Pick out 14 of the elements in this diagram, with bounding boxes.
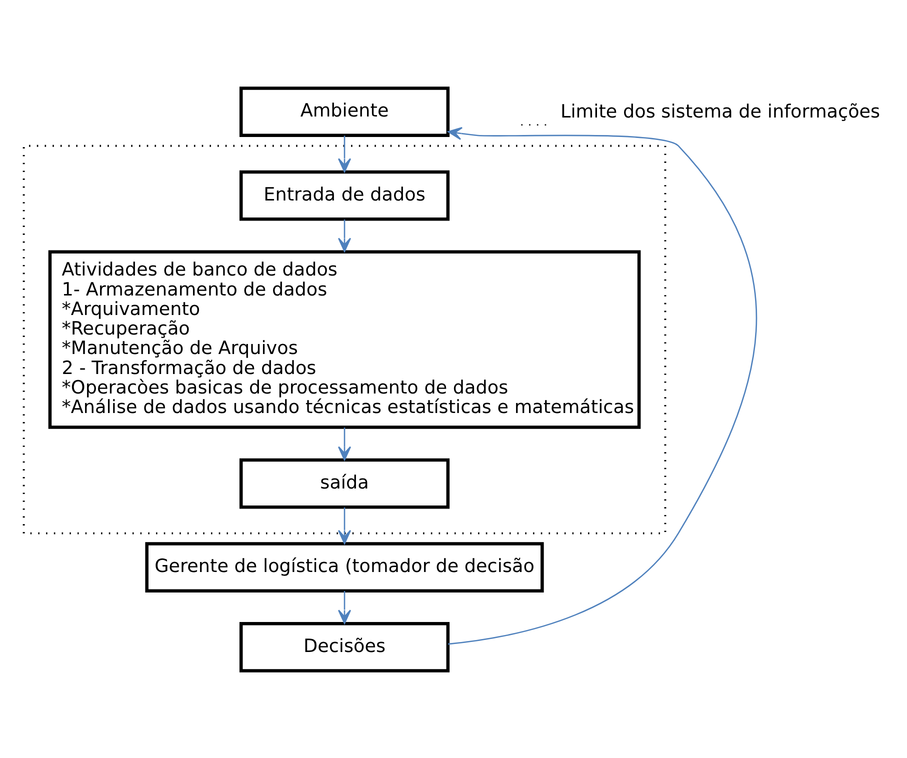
node-box: saída [239, 458, 450, 508]
legend-label: Limite dos sistema de informações [560, 100, 880, 122]
node-box: Ambiente [239, 86, 450, 136]
node-box: Gerente de logística (tomador de decisão [145, 542, 544, 592]
arrow [338, 135, 352, 172]
node-box: Atividades de banco de dados 1- Armazenamento de dados *Arquivamento *Recuperação *Manutenção de Arquivos 2 - Transformação de dados *Operacòes basicas de processamento de dados *Análise de dados usando técnicas estatísticas e matemáticas [48, 250, 641, 428]
arrow [338, 219, 352, 252]
node-box: Entrada de dados [239, 170, 450, 220]
arrow [448, 126, 757, 644]
arrow [338, 590, 352, 624]
node-box: Decisões [239, 622, 450, 672]
cluster [22, 144, 666, 534]
arrow [338, 427, 352, 460]
arrow [338, 506, 352, 544]
